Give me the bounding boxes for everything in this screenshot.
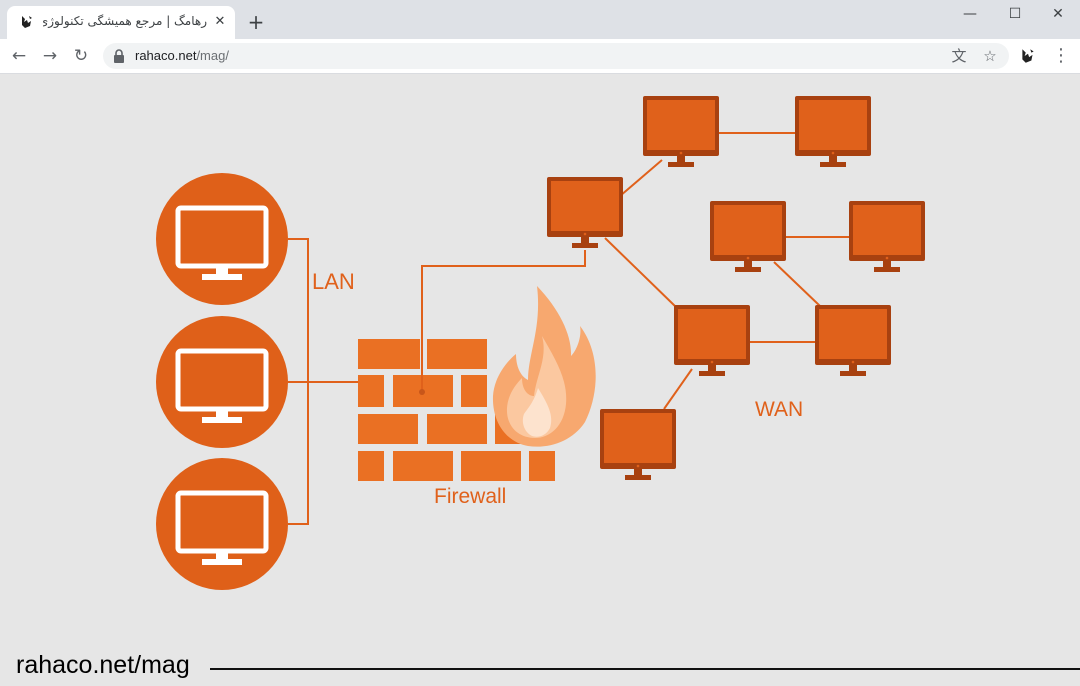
url-path: /mag/ [196, 48, 229, 63]
lan-computer-2 [156, 316, 288, 448]
address-bar[interactable]: rahaco.net/mag/ 文 ☆ [103, 43, 1009, 69]
lock-icon[interactable] [113, 49, 125, 63]
firewall-label: Firewall [434, 485, 506, 508]
watermark-text: rahaco.net/mag [16, 651, 190, 679]
forward-icon[interactable]: → [42, 46, 58, 66]
tab-close-icon[interactable]: ✕ [214, 14, 226, 29]
wan-computer-8 [600, 409, 676, 480]
tab-title: رهامگ | مرجع همیشگی تکنولوژی | [43, 14, 207, 28]
watermark-divider [210, 668, 1080, 670]
wan-computer-1 [643, 96, 719, 167]
firewall-link [421, 250, 586, 392]
tab-rahamag[interactable]: رهامگ | مرجع همیشگی تکنولوژی | ✕ [7, 6, 235, 39]
lan-connections [288, 238, 360, 525]
kebab-menu-icon[interactable]: ⋮ [1052, 45, 1070, 66]
reload-icon[interactable]: ↻ [73, 46, 89, 66]
network-diagram: LAN Firewall [156, 96, 925, 590]
toolbar: ← → ↻ rahaco.net/mag/ 文 ☆ ⋮ [0, 39, 1080, 74]
minimize-icon[interactable]: — [963, 6, 977, 22]
lan-computer-1 [156, 173, 288, 305]
wan-computer-4 [710, 201, 786, 272]
lan-computer-3 [156, 458, 288, 590]
firewall-link-node [419, 389, 425, 395]
rahaco-extension-icon[interactable] [1019, 47, 1037, 65]
translate-icon[interactable]: 文 [951, 47, 967, 65]
close-window-icon[interactable]: ✕ [1052, 6, 1064, 22]
tab-strip: رهامگ | مرجع همیشگی تکنولوژی | ✕ + — ☐ ✕ [0, 0, 1080, 39]
url-host: rahaco.net [135, 48, 197, 63]
firewall-flame-icon [492, 286, 596, 447]
url-text[interactable]: rahaco.net/mag/ [135, 48, 229, 63]
page-content: LAN Firewall [0, 74, 1080, 686]
maximize-icon[interactable]: ☐ [1008, 6, 1022, 22]
wan-computer-3 [547, 177, 623, 248]
lan-label: LAN [312, 269, 355, 294]
back-icon[interactable]: ← [11, 46, 27, 66]
wan-computer-5 [849, 201, 925, 272]
wan-connections [604, 132, 852, 410]
new-tab-icon[interactable]: + [247, 10, 265, 34]
wan-computer-6 [674, 305, 750, 376]
wan-label: WAN [755, 398, 803, 421]
star-icon[interactable]: ☆ [983, 47, 997, 65]
wan-computer-7 [815, 305, 891, 376]
rahaco-favicon-icon [22, 16, 32, 28]
wan-computer-2 [795, 96, 871, 167]
